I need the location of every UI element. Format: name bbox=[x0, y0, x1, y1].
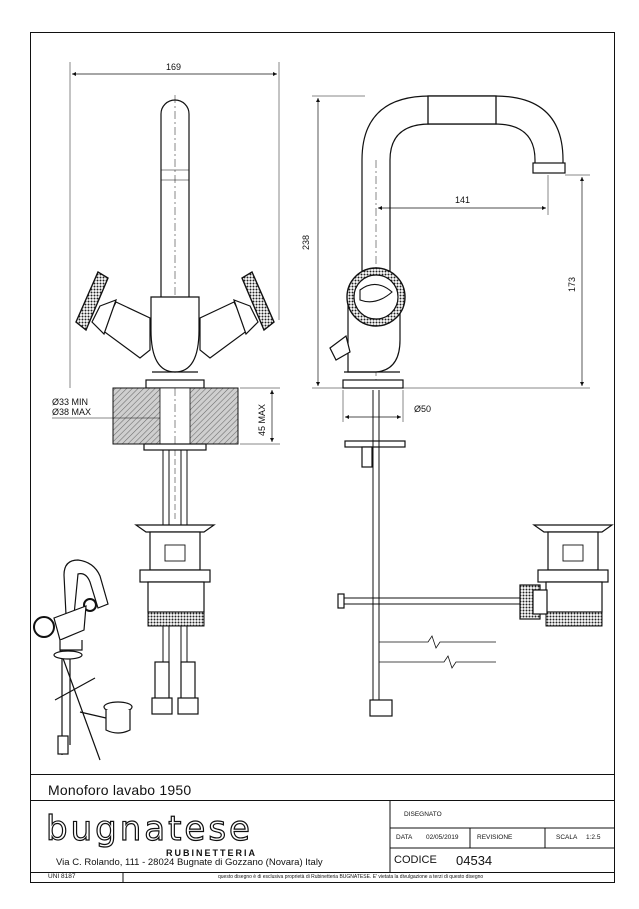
dim-height-total: 238 bbox=[301, 234, 311, 250]
revisione-label: REVISIONE bbox=[477, 834, 513, 841]
codice-value: 04534 bbox=[456, 853, 493, 868]
footer-standard: UNI 8187 bbox=[48, 873, 76, 880]
footer-notice: questo disegno è di esclusiva proprietà … bbox=[218, 874, 484, 880]
dim-reach: 141 bbox=[455, 195, 471, 205]
scala-value: 1:2.5 bbox=[586, 834, 601, 841]
footer-bar bbox=[30, 872, 615, 883]
front-view bbox=[52, 62, 280, 715]
side-view bbox=[312, 95, 614, 717]
scala-label: SCALA bbox=[556, 834, 578, 841]
dim-base-diameter: Ø50 bbox=[414, 404, 432, 414]
data-label: DATA bbox=[396, 834, 413, 841]
title-row: Monoforo lavabo 1950 bbox=[30, 774, 615, 801]
drawing-title: Monoforo lavabo 1950 bbox=[48, 782, 192, 798]
disegnato-label: DISEGNATO bbox=[404, 811, 442, 818]
perspective-sketch bbox=[33, 559, 133, 761]
drawing-sheet-border bbox=[30, 32, 615, 883]
codice-label: CODICE bbox=[394, 854, 437, 866]
brand-address: Via C. Rolando, 111 - 28024 Bugnate di G… bbox=[56, 857, 323, 868]
dim-height-spout: 173 bbox=[567, 276, 577, 292]
brand-subtitle: RUBINETTERIA bbox=[166, 848, 257, 858]
title-block-grid bbox=[122, 801, 615, 883]
brand-block: bugnatese RUBINETTERIA Via C. Rolando, 1… bbox=[30, 801, 390, 872]
dim-hole-max: Ø38 MAX bbox=[52, 407, 92, 417]
dim-deck-max: 45 MAX bbox=[257, 403, 267, 436]
dim-hole-min: Ø33 MIN bbox=[52, 397, 89, 407]
data-value: 02/05/2019 bbox=[426, 834, 459, 841]
brand-logo: bugnatese bbox=[45, 808, 253, 849]
dim-width-top: 169 bbox=[166, 62, 182, 72]
